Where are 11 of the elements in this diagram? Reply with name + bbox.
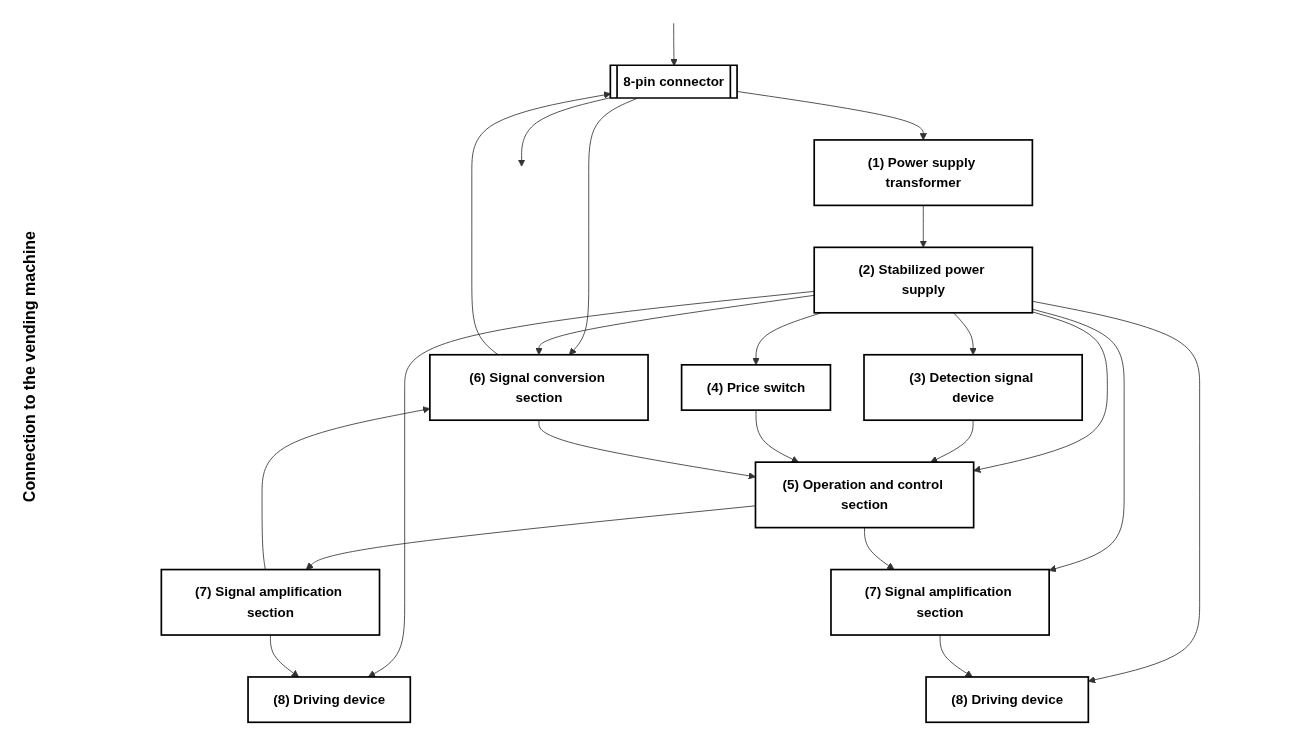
node-box: (2) Stabilized power supply	[813, 246, 1034, 314]
node-box: (7) Signal amplification section	[160, 568, 381, 636]
node-box: (4) Price switch	[680, 364, 832, 411]
side-label: Connection to the vending machine	[21, 230, 39, 503]
node-box: (7) Signal amplification section	[830, 568, 1050, 636]
node-box: (8) Driving device	[247, 676, 412, 724]
node-box: (3) Detection signal device	[863, 353, 1083, 422]
node-box: (6) Signal conversion section	[429, 353, 649, 422]
node-box: (1) Power supply transformer	[813, 139, 1034, 207]
node-box: (5) Operation and control section	[754, 461, 975, 529]
node-box: (8) Driving device	[925, 676, 1090, 724]
